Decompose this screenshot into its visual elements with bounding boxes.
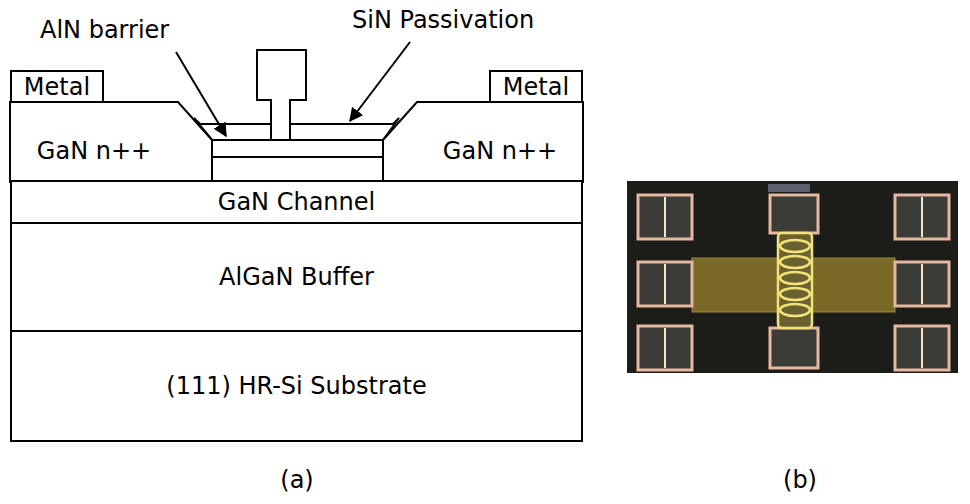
panel-label: (a) bbox=[280, 466, 313, 495]
layer-label: AlGaN Buffer bbox=[219, 263, 374, 292]
chip-photo bbox=[627, 181, 958, 373]
ohmic-regrowth-region: GaN n++ bbox=[383, 102, 583, 182]
layer-label: Metal bbox=[503, 73, 569, 102]
buffer-layer: AlGaN Buffer bbox=[10, 222, 583, 332]
sin-passivation-layer bbox=[194, 118, 399, 140]
layer-callout: SiN Passivation bbox=[352, 6, 534, 35]
t-gate bbox=[257, 50, 306, 140]
substrate-layer: (111) HR-Si Substrate bbox=[10, 330, 583, 442]
layer-label: GaN n++ bbox=[443, 137, 557, 166]
channel-layer: GaN Channel bbox=[10, 180, 583, 224]
panel-label: (b) bbox=[783, 466, 817, 495]
layer-label: (111) HR-Si Substrate bbox=[166, 372, 426, 401]
leader-line bbox=[350, 42, 410, 121]
metal-contact: Metal bbox=[10, 70, 104, 104]
ohmic-regrowth-region: GaN n++ bbox=[10, 102, 212, 182]
layer-callout: AlN barrier bbox=[40, 16, 169, 45]
layer-label: GaN n++ bbox=[37, 137, 151, 166]
aln-barrier-layer bbox=[212, 140, 383, 157]
layer-label: GaN Channel bbox=[218, 188, 375, 217]
metal-contact: Metal bbox=[489, 70, 583, 104]
layer-label: Metal bbox=[24, 73, 90, 102]
